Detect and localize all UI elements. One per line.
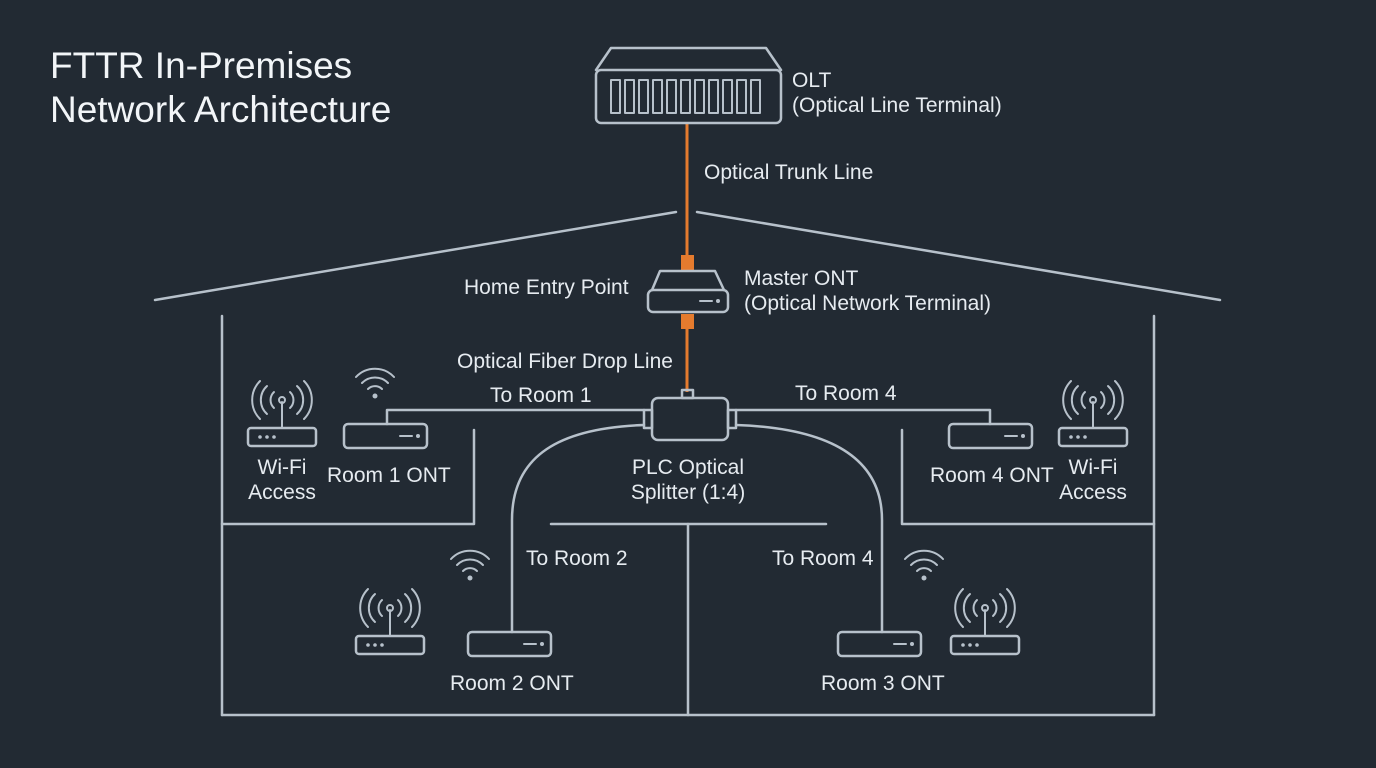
fiber-to-room-1 [385,408,646,426]
wifi-signal-room-1-icon [355,367,395,399]
master-ont-icon [646,269,730,314]
wifi-router-right-icon [1057,380,1129,448]
wifi-access-left-line-2: Access [248,481,316,504]
fiber-to-room-2 [510,423,646,634]
to-room-1-label: To Room 1 [490,384,592,407]
optical-trunk-line-label: Optical Trunk Line [704,161,874,184]
house-outline [153,210,1222,717]
room-4-partition [900,428,1156,526]
splitter-label: PLC Optical Splitter (1:4) [618,455,758,505]
splitter-label-line-2: Splitter (1:4) [630,481,746,504]
roof-right [695,210,1222,302]
room-3-ont-label: Room 3 ONT [821,672,945,695]
title-line-1: FTTR In-Premises [50,45,353,86]
room-4-ont-icon [947,422,1034,450]
wifi-access-right-label: Wi-Fi Access [1043,455,1143,505]
to-room-2-label: To Room 2 [526,547,628,570]
home-entry-point-label: Home Entry Point [464,276,629,299]
room-2-ont-label: Room 2 ONT [450,672,574,695]
title-line-2: Network Architecture [50,89,392,130]
master-ont-label: Master ONT [744,267,859,290]
fiber-to-room-4-lower [734,423,884,634]
to-room-4-upper-label: To Room 4 [795,382,897,405]
room-3-ont-icon [836,630,923,658]
room-2-ont-icon [466,630,553,658]
wifi-access-right-line-1: Wi-Fi [1068,456,1118,479]
room-1-ont-label: Room 1 ONT [327,464,451,487]
entry-connector-top [681,255,694,270]
olt-sublabel: (Optical Line Terminal) [792,94,1002,117]
wifi-router-room-3-icon [949,588,1021,656]
splitter-label-line-1: PLC Optical [631,456,745,479]
wifi-router-room-2-icon [354,588,426,656]
roof-left [153,210,678,302]
diagram-title: FTTR In-Premises Network Architecture [50,44,391,132]
olt-rack-icon [594,46,783,125]
to-room-4-lower-label: To Room 4 [772,547,874,570]
wifi-router-left-icon [246,380,318,448]
optical-fiber-drop-line-label: Optical Fiber Drop Line [457,350,673,373]
wifi-signal-room-2-icon [450,549,490,581]
wifi-signal-room-3-icon [904,549,944,581]
wifi-access-left-label: Wi-Fi Access [232,455,332,505]
master-ont-sublabel: (Optical Network Terminal) [744,292,992,315]
wifi-access-left-line-1: Wi-Fi [257,456,307,479]
room-4-ont-label: Room 4 ONT [930,464,1054,487]
room-1-ont-icon [342,422,429,450]
olt-label: OLT [792,69,832,92]
entry-connector-bottom [681,314,694,329]
fiber-to-room-4-upper [734,408,992,426]
room-1-partition [220,428,476,526]
wifi-access-right-line-2: Access [1059,481,1127,504]
splitter-icon [642,388,738,442]
